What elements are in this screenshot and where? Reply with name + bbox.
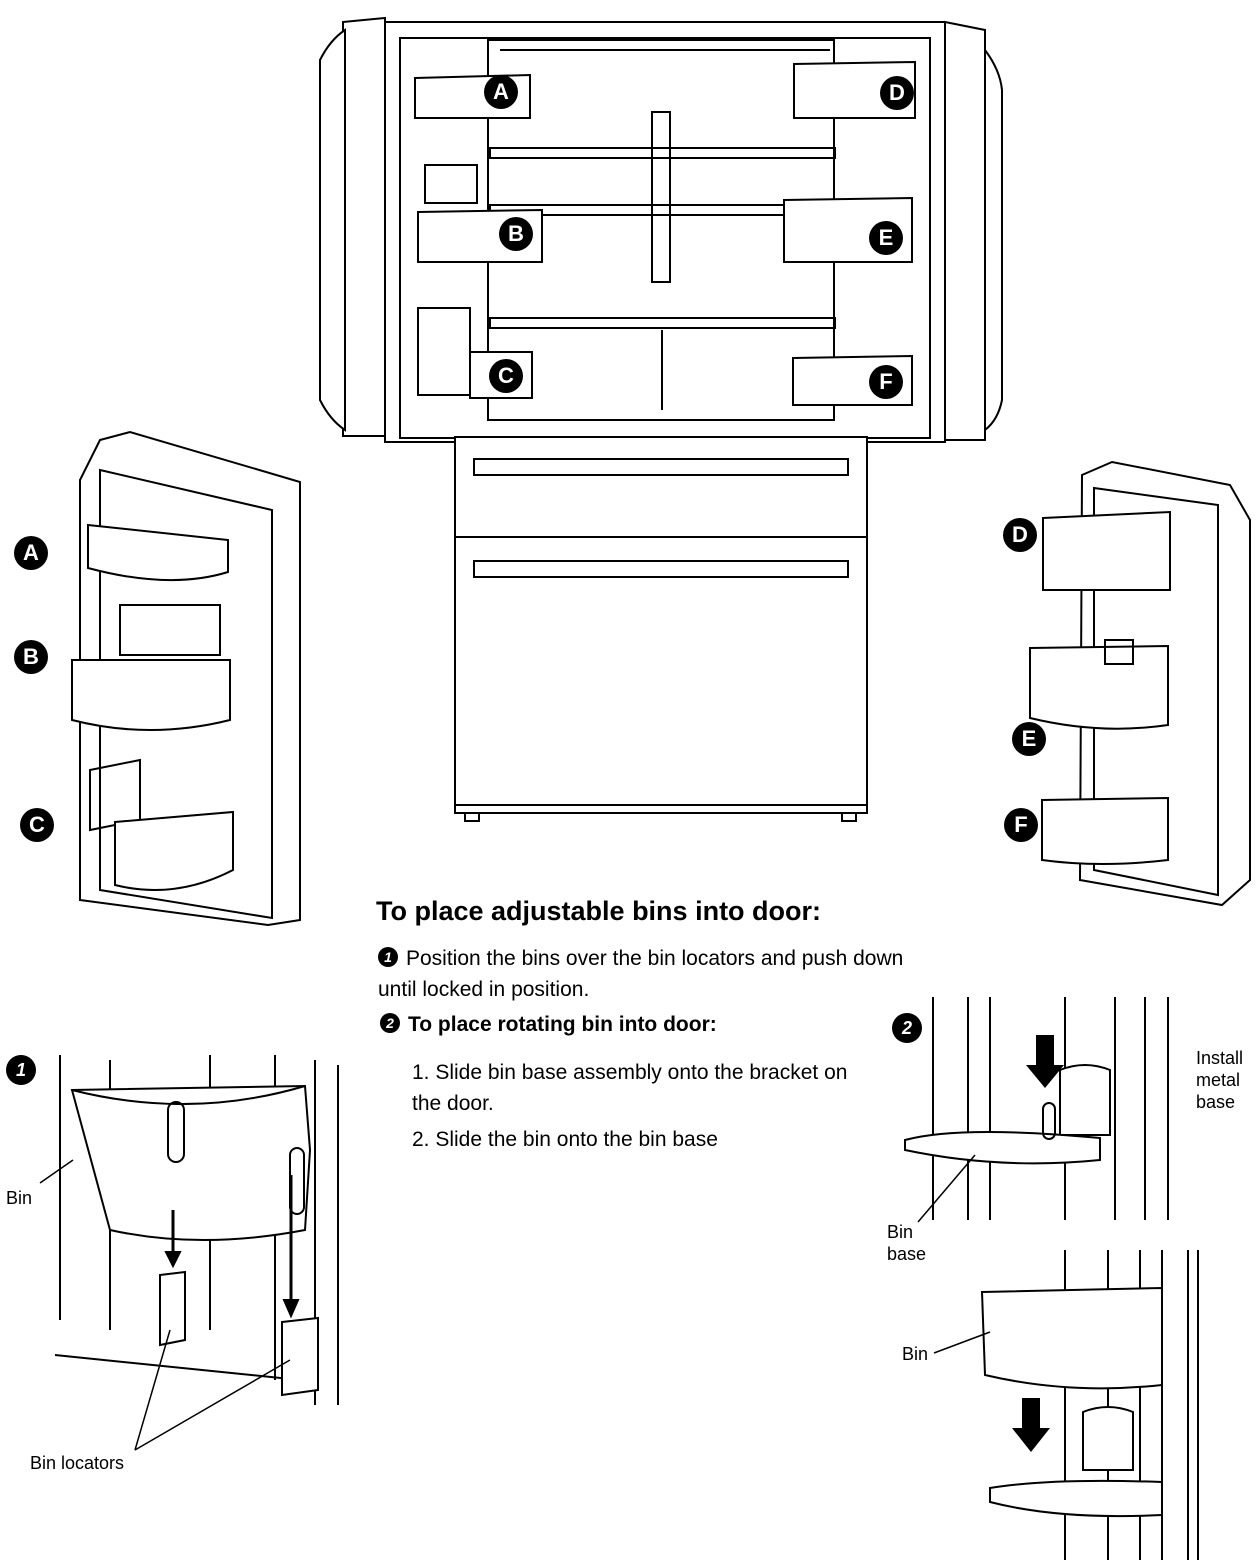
fig2-step-badge: 2 [892,1013,922,1043]
left-door-letter-a: A [14,536,48,570]
fig1-adjustable-bin [39,1055,339,1451]
step-2-heading: To place rotating bin into door: [408,1013,717,1036]
freezer-drawers [454,436,868,822]
fig1-step-badge: 1 [6,1055,36,1085]
refrigerator-cabinet [319,16,1003,443]
fig2-bin-base [904,997,1169,1223]
left-door-detail [71,430,301,927]
bin-base-label: Bin base [887,1222,927,1264]
step-1-text: Position the bins over the bin locators … [378,947,904,1001]
bin-label-right: Bin [902,1344,929,1364]
step-2-number: 2 [380,1013,400,1034]
bin-letter-e: E [869,221,903,255]
bin-letter-b: B [499,217,533,251]
right-door-letter-d: D [1003,518,1037,552]
instructions-heading: To place adjustable bins into door: [376,896,822,926]
fig2-rotating-bin [933,1250,1199,1560]
bin-label-left: Bin [6,1188,33,1208]
bin-locators-label: Bin locators [30,1453,125,1473]
substep-2: 2. Slide the bin onto the bin base [412,1128,718,1151]
left-door-letter-c: C [20,808,54,842]
right-door-letter-e: E [1012,722,1046,756]
substep-1: 1. Slide bin base assembly onto the brac… [412,1061,848,1115]
step-2-heading-row: 2 To place rotating bin into door: [380,1013,717,1037]
bin-letter-f: F [869,365,903,399]
step-1-number: 1 [378,947,398,968]
bin-letter-c: C [489,359,523,393]
left-door-letter-b: B [14,640,48,674]
right-door-letter-f: F [1004,808,1038,842]
install-metal-base-label: Install metal base [1196,1048,1244,1112]
right-door-detail [1029,460,1251,907]
bin-letter-d: D [880,76,914,110]
bin-letter-a: A [484,75,518,109]
